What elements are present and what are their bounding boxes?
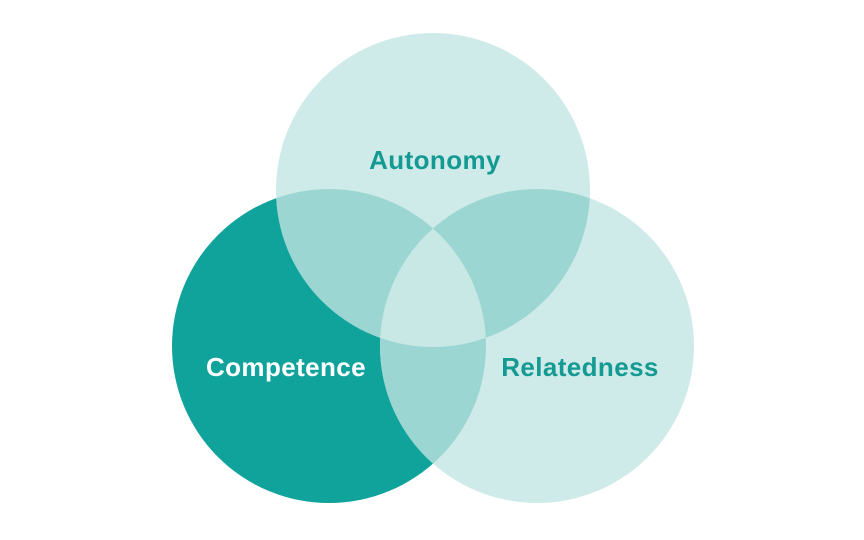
competence-label: Competence xyxy=(206,352,366,382)
relatedness-label: Relatedness xyxy=(501,352,659,382)
autonomy-label: Autonomy xyxy=(369,145,501,175)
